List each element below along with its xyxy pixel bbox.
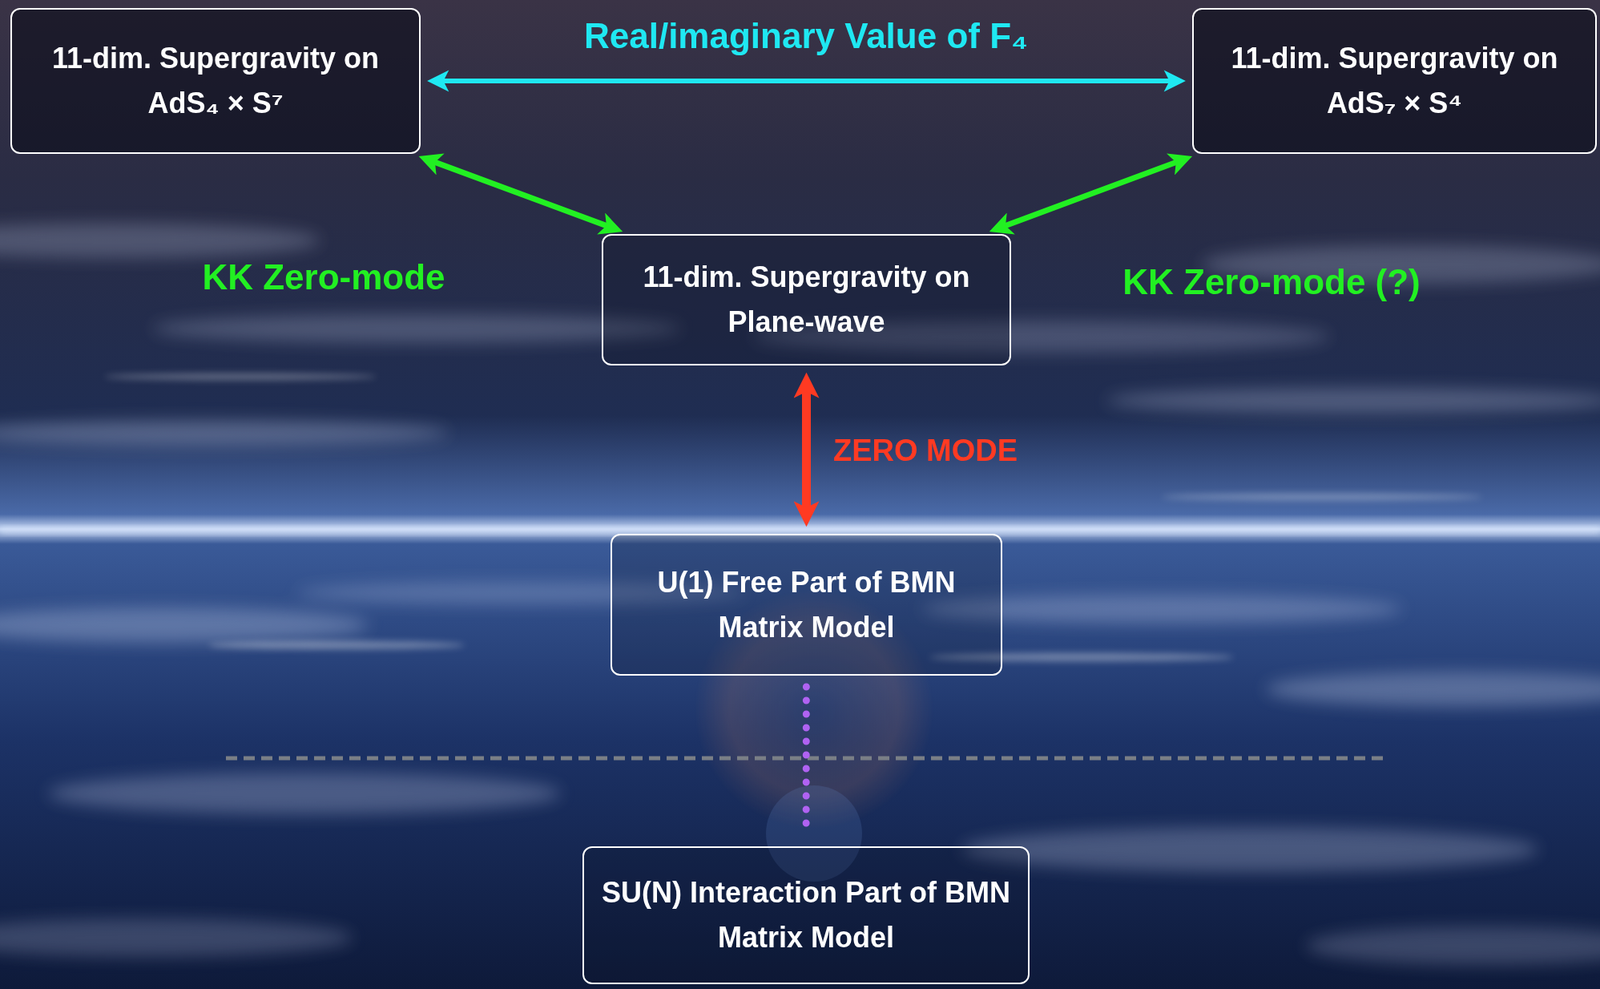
node-box: SU(N) Interaction Part of BMN Matrix Mod… (582, 846, 1030, 984)
node-text: U(1) Free Part of BMN Matrix Model (626, 560, 987, 650)
edge-label: KK Zero-mode (201, 257, 445, 298)
node-box: U(1) Free Part of BMN Matrix Model (610, 533, 1003, 676)
connector (431, 161, 610, 227)
node-box: 11-dim. Supergravity on AdS₄ × S⁷ (10, 8, 421, 154)
node-text: 11-dim. Supergravity on Plane-wave (617, 254, 996, 345)
horizon-glow (0, 527, 1600, 534)
edge-label: ZERO MODE (833, 433, 1018, 468)
node-text: 11-dim. Supergravity on AdS₇ × S⁴ (1208, 36, 1581, 126)
edge-label: KK Zero-mode (?) (1122, 261, 1421, 303)
node-text: 11-dim. Supergravity on AdS₄ × S⁷ (26, 36, 405, 126)
node-box: 11-dim. Supergravity on AdS₇ × S⁴ (1192, 8, 1597, 154)
connector (802, 387, 811, 512)
edge-label: Real/imaginary Value of F₄ (584, 16, 1028, 57)
connector (1002, 161, 1180, 227)
node-box: 11-dim. Supergravity on Plane-wave (601, 233, 1012, 366)
connector (802, 686, 811, 835)
connector (439, 78, 1173, 84)
cloud-wisps (104, 373, 1483, 661)
node-text: SU(N) Interaction Part of BMN Matrix Mod… (598, 870, 1014, 960)
